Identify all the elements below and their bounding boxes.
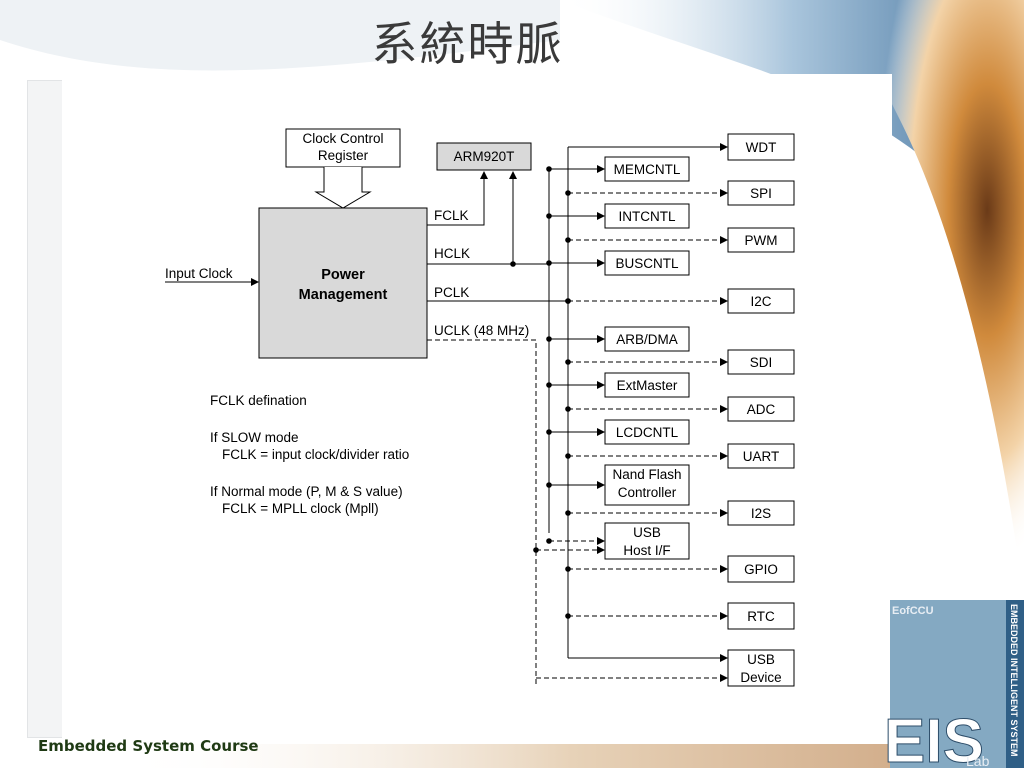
ahb-block	[604, 419, 690, 445]
ahb-block-label: ARB/DMA	[616, 332, 678, 347]
shadow-panel	[27, 80, 65, 738]
apb-junction-dot	[565, 237, 571, 243]
apb-block-label: WDT	[746, 140, 777, 155]
apb-block	[727, 227, 795, 253]
apb-junction-dot	[565, 566, 571, 572]
apb-block	[727, 288, 795, 314]
apb-block	[727, 133, 795, 161]
fclk-line	[427, 171, 488, 226]
apb-block-label: I2S	[751, 506, 771, 521]
apb-junction-dot	[565, 613, 571, 619]
clock-control-label-2: Register	[318, 148, 369, 163]
apb-junction-dot	[565, 510, 571, 516]
apb-block-label: RTC	[747, 609, 775, 624]
clock-control-label-1: Clock Control	[302, 131, 383, 146]
ahb-block-label: ExtMaster	[617, 378, 678, 393]
apb-block	[727, 396, 795, 422]
peripheral-blocks: MEMCNTL INTCNTL BUSCNTL ARB/DMA ExtMasterLCD…	[533, 133, 795, 687]
ahb-junction-dot	[546, 166, 552, 172]
clock-diagram: Clock Control Register ARM920T Power Man…	[165, 128, 795, 687]
apb-block	[727, 555, 795, 583]
apb-block-label: SDI	[750, 355, 773, 370]
apb-block-label: ADC	[747, 402, 776, 417]
hclk-label: HCLK	[434, 246, 470, 261]
arm920t-box	[436, 142, 532, 171]
uclk-line	[427, 339, 537, 684]
note-slow-formula: FCLK = input clock/divider ratio	[222, 447, 409, 462]
power-management-label-2: Management	[299, 287, 388, 303]
apb-block-label: UART	[743, 449, 780, 464]
arm920t-label: ARM920T	[454, 149, 515, 164]
apb-block-label: GPIO	[744, 562, 778, 577]
ahb-block	[604, 522, 690, 560]
note-fclk-definition: FCLK defination	[210, 393, 307, 408]
hclk-junction-dot	[510, 261, 516, 267]
ahb-block	[604, 464, 690, 506]
ahb-block-label: Host I/F	[623, 543, 670, 558]
logo-side-text: EMBEDDED INTELLIGENT SYSTEM	[1009, 604, 1019, 757]
ahb-junction-dot	[546, 336, 552, 342]
apb-block-label: PWM	[745, 233, 778, 248]
uclk-junction-dot	[533, 547, 539, 553]
ahb-block-label: Nand Flash	[612, 467, 681, 482]
apb-block	[727, 349, 795, 375]
ahb-block-label: BUSCNTL	[615, 256, 679, 271]
power-management-label-1: Power	[321, 267, 365, 283]
ahb-junction-dot	[546, 382, 552, 388]
ahb-block-label: MEMCNTL	[614, 162, 681, 177]
apb-block	[727, 602, 795, 630]
hollow-arrow-icon	[314, 167, 372, 209]
apb-block	[727, 649, 795, 687]
ahb-block-label: INTCNTL	[619, 209, 676, 224]
logo-top-text: EofCCU	[892, 605, 934, 617]
apb-block	[727, 180, 795, 206]
ahb-junction-dot	[546, 538, 552, 544]
logo-sub-text: Lab	[966, 753, 990, 768]
power-management-box	[258, 207, 428, 359]
pclk-label: PCLK	[434, 285, 469, 300]
apb-block-label: SPI	[750, 186, 772, 201]
ahb-junction-dot	[546, 482, 552, 488]
ahb-block-label: USB	[633, 525, 661, 540]
input-clock-label: Input Clock	[165, 266, 233, 281]
apb-block	[727, 500, 795, 526]
ahb-block	[604, 326, 690, 352]
diagram-panel: Clock Control Register ARM920T Power Man…	[62, 74, 892, 744]
logo-main-text: EIS	[884, 707, 984, 768]
apb-block-label: I2C	[750, 294, 771, 309]
apb-junction-dot	[565, 190, 571, 196]
pclk-junction-dot	[565, 298, 571, 304]
ahb-block	[604, 372, 690, 398]
ahb-junction-dot	[546, 260, 552, 266]
apb-block	[727, 443, 795, 469]
ahb-junction-dot	[546, 213, 552, 219]
note-slow-mode: If SLOW mode	[210, 430, 299, 445]
ahb-block	[604, 250, 690, 276]
footer-course-name: Embedded System Course	[38, 737, 259, 755]
ahb-block-label: Controller	[618, 485, 677, 500]
apb-junction-dot	[565, 406, 571, 412]
ahb-block	[604, 156, 690, 182]
apb-block-label: USB	[747, 652, 775, 667]
apb-junction-dot	[565, 453, 571, 459]
note-normal-formula: FCLK = MPLL clock (Mpll)	[222, 501, 379, 516]
apb-junction-dot	[565, 359, 571, 365]
apb-block-label: Device	[740, 670, 781, 685]
ahb-block	[604, 203, 690, 229]
ahb-block-label: LCDCNTL	[616, 425, 679, 440]
slide-title: 系統時脈	[371, 17, 564, 71]
uclk-label: UCLK (48 MHz)	[434, 323, 529, 338]
fclk-label: FCLK	[434, 208, 469, 223]
ahb-junction-dot	[546, 429, 552, 435]
note-normal-mode: If Normal mode (P, M & S value)	[210, 484, 403, 499]
eis-lab-logo: EofCCU EIS Lab EMBEDDED INTELLIGENT SYST…	[884, 600, 1024, 768]
